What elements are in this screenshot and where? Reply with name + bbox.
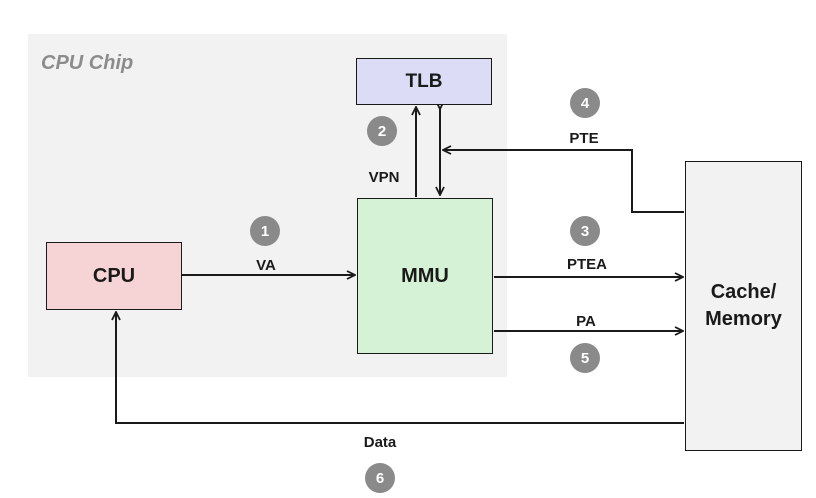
tlb-box: TLB bbox=[356, 58, 492, 105]
step-3-badge: 3 bbox=[570, 216, 600, 246]
step-6-badge: 6 bbox=[365, 463, 395, 493]
cache-memory-label-line1: Cache/ bbox=[710, 281, 777, 303]
ptea-label: PTEA bbox=[566, 256, 608, 273]
data-arrow bbox=[116, 312, 684, 424]
pte-label: PTE bbox=[569, 130, 599, 147]
pte-arrow bbox=[443, 150, 684, 213]
cache-memory-box: Cache/ Memory bbox=[685, 161, 802, 451]
pa-label: PA bbox=[576, 313, 596, 330]
mmu-box: MMU bbox=[357, 198, 493, 354]
va-label: VA bbox=[256, 257, 276, 274]
cpu-box: CPU bbox=[46, 242, 182, 310]
data-label: Data bbox=[363, 434, 397, 451]
step-4-badge: 4 bbox=[570, 88, 600, 118]
step-1-badge: 1 bbox=[250, 216, 280, 246]
step-5-badge: 5 bbox=[570, 343, 600, 373]
cache-memory-label-line2: Memory bbox=[705, 308, 782, 330]
vpn-label: VPN bbox=[368, 169, 400, 186]
step-2-badge: 2 bbox=[367, 116, 397, 146]
cpu-chip-label: CPU Chip bbox=[41, 52, 134, 74]
